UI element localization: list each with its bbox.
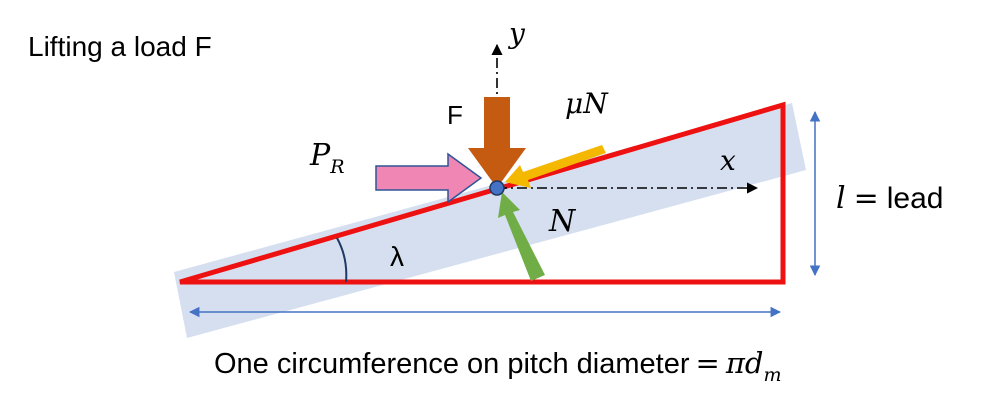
- force-f-arrow: [468, 97, 526, 188]
- inclined-band: [174, 103, 806, 338]
- friction-label: μN: [565, 87, 609, 120]
- title: Lifting a load F: [28, 31, 212, 62]
- lambda-angle-arc: [336, 237, 348, 283]
- y-axis-label: y: [507, 17, 526, 50]
- friction-arrow: [505, 145, 606, 188]
- circumference-subscript: m: [763, 364, 781, 386]
- normal-force-label: N: [548, 204, 577, 239]
- x-axis-label: x: [720, 144, 736, 177]
- normal-force-arrow: [498, 192, 545, 281]
- lead-triangle: [179, 101, 786, 285]
- push-force-arrow: [375, 152, 483, 204]
- push-force-label: PR: [309, 138, 345, 178]
- contact-point: [489, 180, 505, 196]
- lead-label: l=lead: [836, 181, 943, 216]
- angle-label: λ: [390, 241, 404, 272]
- push-force-subscript: R: [329, 156, 344, 178]
- force-f-label: F: [447, 100, 463, 130]
- circumference-label: One circumference on pitch diameter=πdm: [214, 346, 781, 386]
